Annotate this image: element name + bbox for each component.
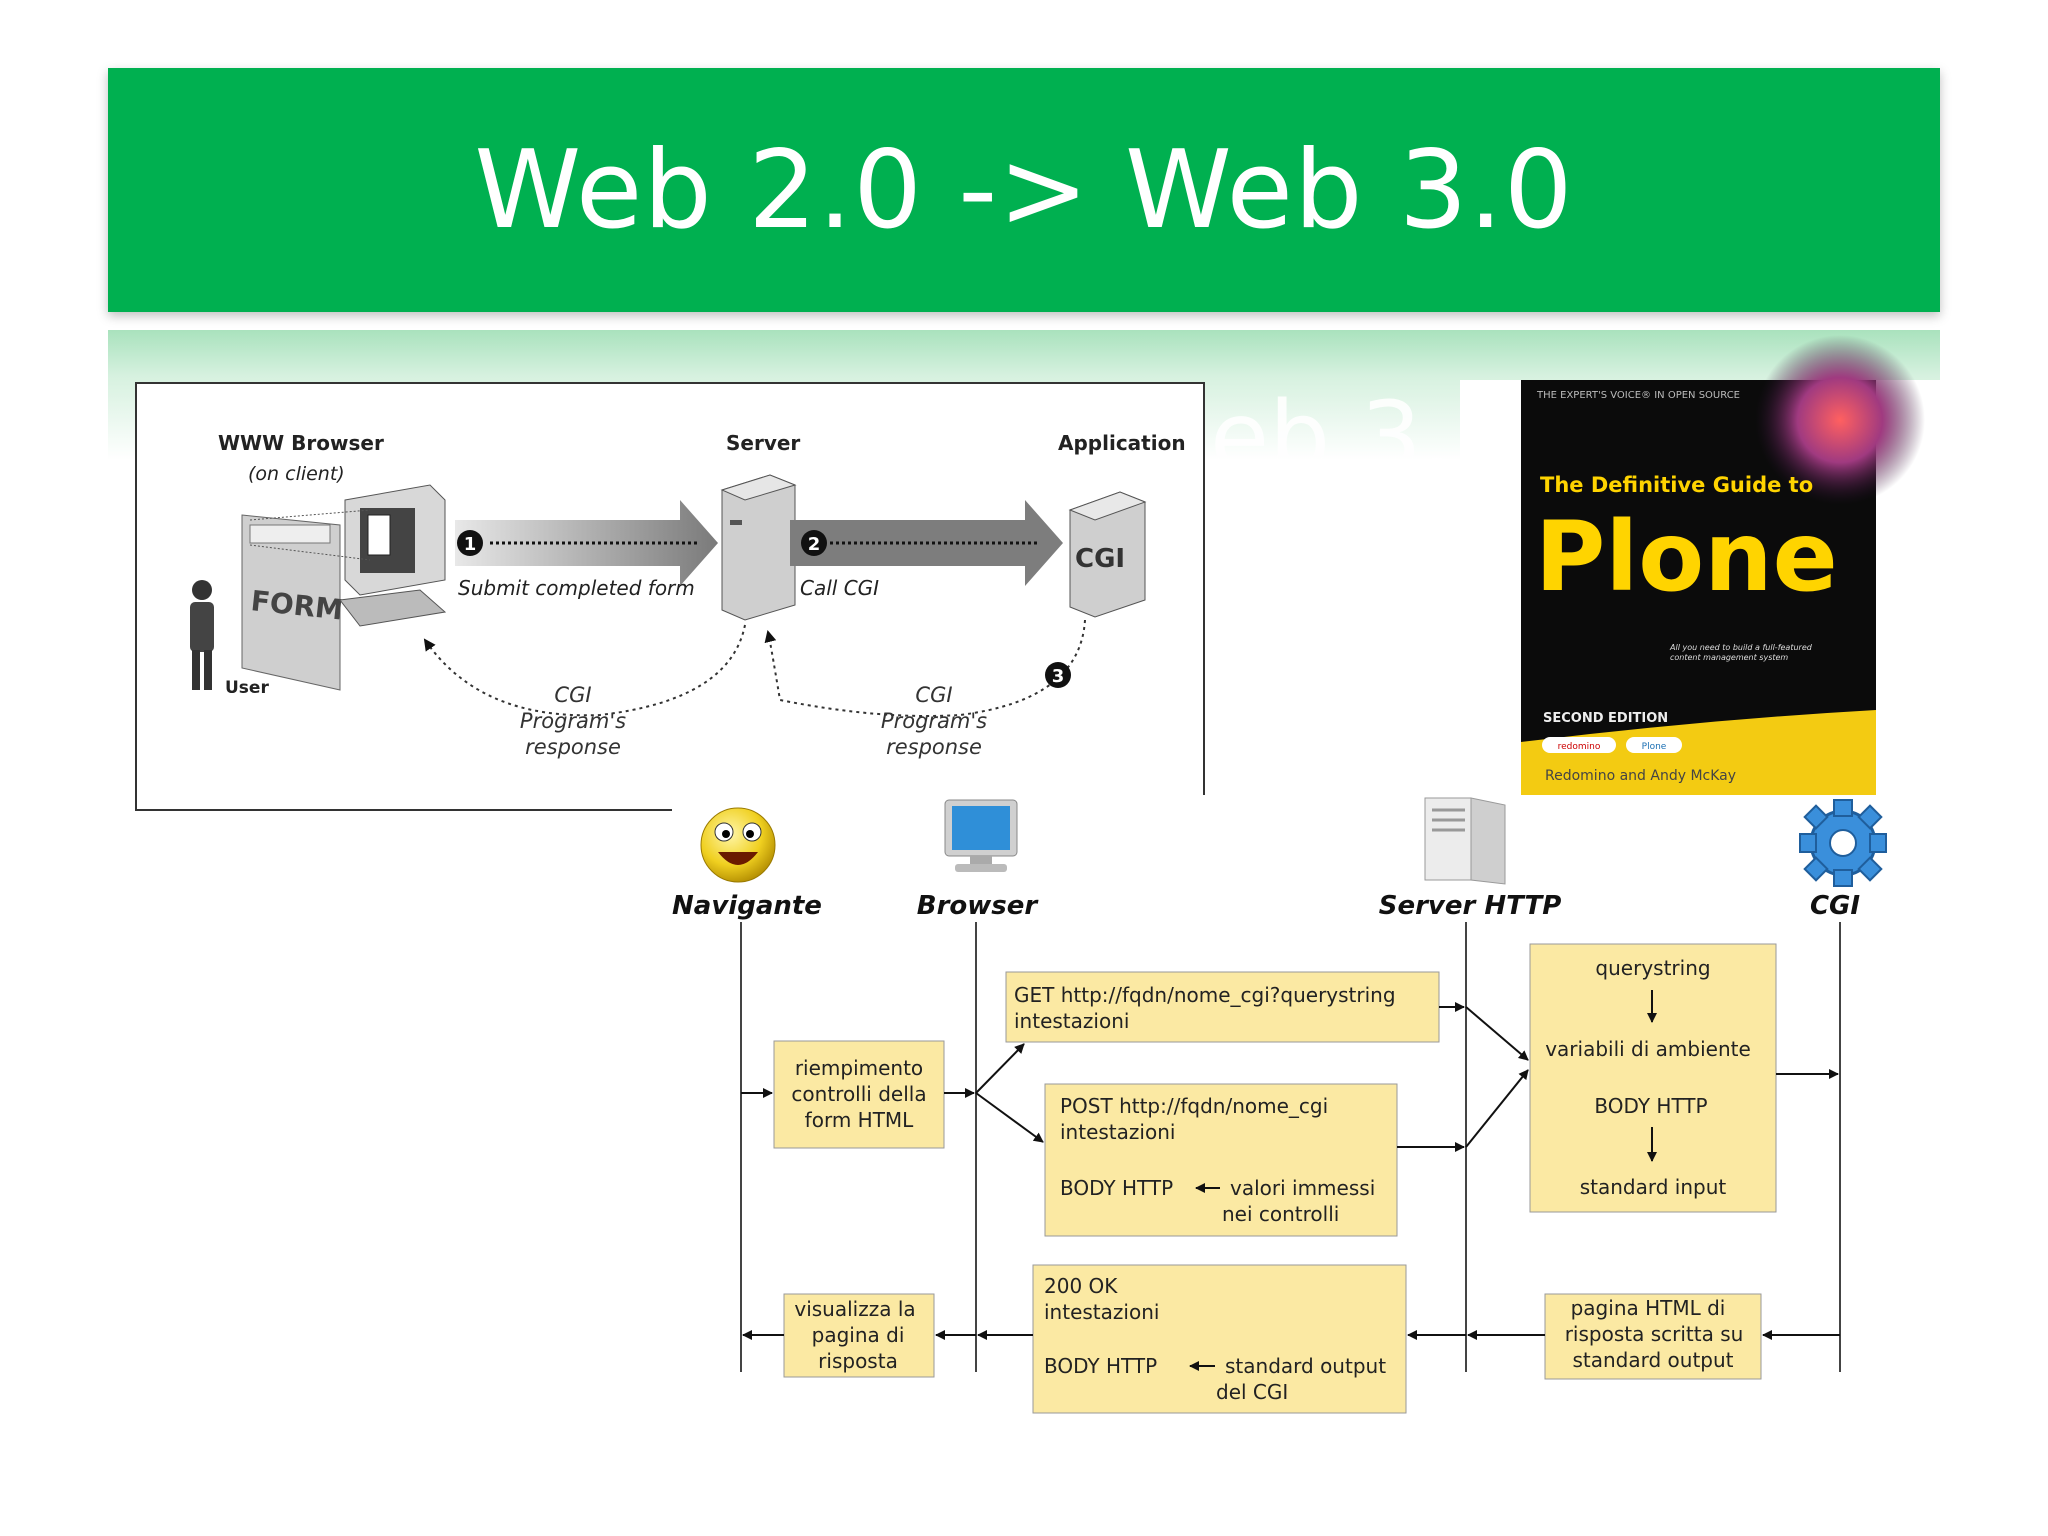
- response-value1: standard output: [1225, 1354, 1386, 1378]
- browser-sublabel: (on client): [248, 463, 345, 485]
- book-yellow-band: [1521, 710, 1876, 795]
- monitor-icon: [944, 799, 1018, 872]
- response-value2: del CGI: [1216, 1380, 1288, 1404]
- fill-form-box: [773, 1040, 945, 1149]
- badge-redomino-text: redomino: [1558, 742, 1601, 752]
- step-1-number: 1: [464, 534, 477, 555]
- response-1-line2: Program's: [520, 709, 626, 733]
- env-stdin: standard input: [1580, 1175, 1727, 1199]
- book-tagline-2: content management system: [1670, 653, 1788, 662]
- form-window-icon: FORM: [241, 514, 345, 691]
- server-icon: [1424, 797, 1506, 885]
- book-cover: THE EXPERT'S VOICE® IN OPEN SOURCE The D…: [1460, 335, 1940, 795]
- response-body-label: BODY HTTP: [1044, 1354, 1157, 1378]
- fill-form-line3: form HTML: [805, 1108, 915, 1132]
- cgi-box-label: CGI: [1075, 544, 1125, 574]
- user-label: User: [225, 678, 269, 698]
- badge-plone: [1626, 737, 1682, 753]
- step-1-badge: [457, 530, 483, 556]
- title-bar: Web 2.0 -> Web 3.0: [108, 68, 1940, 312]
- show-page-line3: risposta: [818, 1349, 898, 1373]
- html-page-line2: risposta scritta su: [1565, 1322, 1744, 1346]
- actor-navigante: Navigante: [672, 891, 822, 921]
- get-request-line2: intestazioni: [1014, 1009, 1129, 1033]
- post-request-line1: POST http://fqdn/nome_cgi: [1060, 1094, 1328, 1118]
- actor-browser: Browser: [917, 891, 1040, 921]
- html-page-line1: pagina HTML di: [1571, 1296, 1726, 1320]
- gear-icon: [1799, 799, 1887, 887]
- step-2-text: Call CGI: [800, 576, 879, 600]
- book-subtitle: The Definitive Guide to: [1540, 473, 1813, 497]
- book-authors: Redomino and Andy McKay: [1545, 768, 1736, 784]
- show-page-line2: pagina di: [812, 1323, 905, 1347]
- env-querystring: querystring: [1595, 956, 1710, 980]
- user-icon: [190, 580, 214, 690]
- server-return-path: [423, 624, 746, 717]
- smiley-icon: [700, 807, 776, 883]
- step-2-number: 2: [808, 534, 821, 555]
- arrow-server-get-to-env: [1465, 1006, 1529, 1061]
- computer-icon: [249, 484, 447, 627]
- html-page-box: [1544, 1293, 1762, 1380]
- get-request-line1: GET http://fqdn/nome_cgi?querystring: [1014, 983, 1396, 1007]
- browser-label: WWW Browser: [218, 431, 384, 455]
- step-3-number: 3: [1052, 666, 1065, 687]
- response-2-line3: response: [886, 735, 982, 759]
- cgi-figure: WWW Browser (on client) Server Applicati…: [135, 382, 1205, 811]
- step-2-badge: [801, 530, 827, 556]
- arrow-server-post-to-env: [1465, 1069, 1529, 1148]
- post-request-line2: intestazioni: [1060, 1120, 1175, 1144]
- env-variables: variabili di ambiente: [1545, 1037, 1751, 1061]
- step-1-text: Submit completed form: [458, 576, 695, 600]
- book-title: Plone: [1535, 501, 1838, 613]
- book-edition: SECOND EDITION: [1543, 711, 1668, 726]
- actor-cgi: CGI: [1810, 891, 1860, 921]
- badge-plone-text: Plone: [1642, 742, 1667, 752]
- post-body-value1: valori immessi: [1230, 1176, 1375, 1200]
- sequence-diagram: Navigante Browser Server HTTP CGI riempi…: [672, 795, 1948, 1435]
- nebula-graphic: [1755, 335, 1925, 505]
- book-tagline-1: All you need to build a full-featured: [1669, 643, 1813, 652]
- response-1-line1: CGI: [554, 683, 591, 707]
- actor-server-http: Server HTTP: [1379, 891, 1562, 921]
- ghost-text: eb 3.: [1210, 381, 1452, 493]
- env-box: [1529, 943, 1777, 1213]
- application-label: Application: [1058, 431, 1186, 455]
- response-headers: intestazioni: [1044, 1300, 1159, 1324]
- post-body-value2: nei controlli: [1222, 1202, 1339, 1226]
- fill-form-line2: controlli della: [791, 1082, 926, 1106]
- cgi-box-icon: CGI: [1068, 491, 1147, 618]
- response-2-line1: CGI: [915, 683, 952, 707]
- fill-form-line1: riempimento: [795, 1056, 923, 1080]
- html-page-line3: standard output: [1572, 1348, 1733, 1372]
- slide-title: Web 2.0 -> Web 3.0: [474, 127, 1574, 253]
- response-2-line2: Program's: [881, 709, 987, 733]
- step-3-badge: [1045, 662, 1071, 688]
- book-top-line: THE EXPERT'S VOICE® IN OPEN SOURCE: [1536, 390, 1740, 401]
- server-tower-icon: [720, 474, 797, 621]
- get-request-box: [1005, 971, 1440, 1043]
- show-page-line1: visualizza la: [794, 1297, 915, 1321]
- arrow-browser-to-post: [975, 1092, 1044, 1143]
- response-box: [1032, 1264, 1407, 1414]
- post-request-box: [1044, 1083, 1398, 1237]
- show-page-box: [783, 1293, 935, 1378]
- badge-redomino: [1542, 737, 1616, 753]
- response-1-line3: response: [525, 735, 621, 759]
- env-body: BODY HTTP: [1594, 1094, 1707, 1118]
- response-status: 200 OK: [1044, 1274, 1118, 1298]
- server-label: Server: [726, 431, 800, 455]
- arrow-browser-to-get: [975, 1043, 1025, 1094]
- post-body-label: BODY HTTP: [1060, 1176, 1173, 1200]
